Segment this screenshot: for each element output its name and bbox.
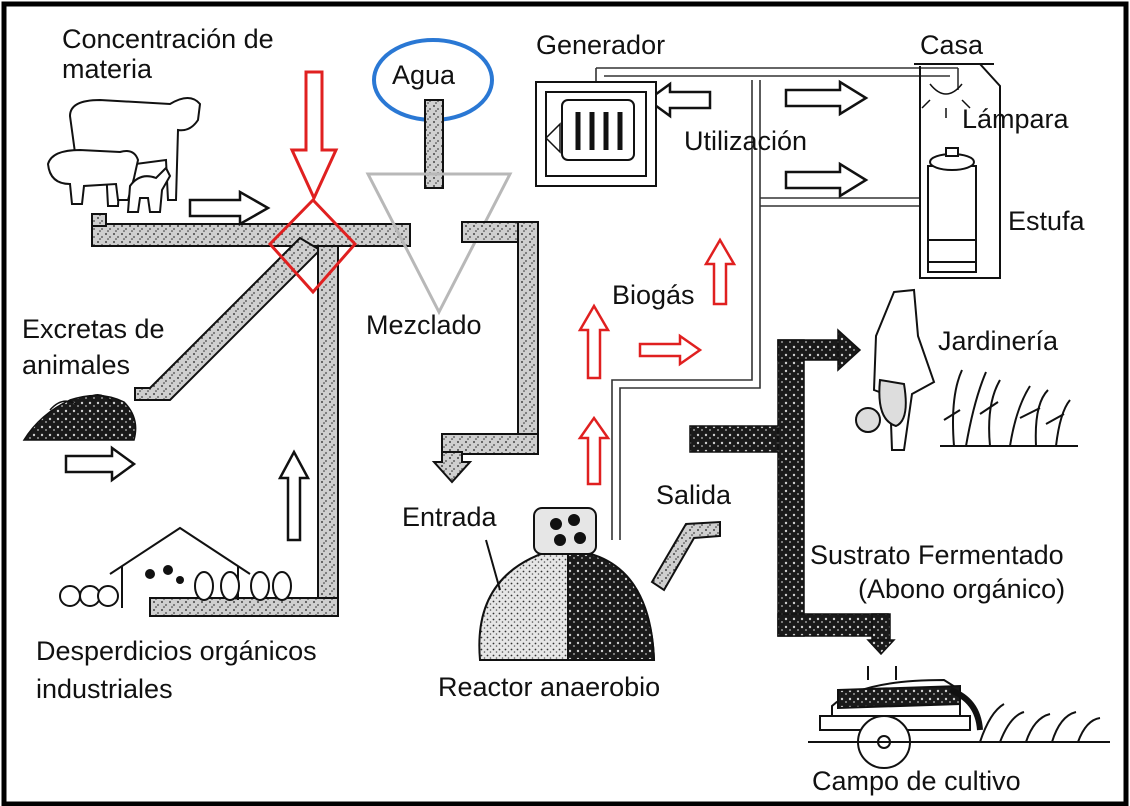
label-campo: Campo de cultivo [812, 766, 1021, 796]
label-entrada: Entrada [402, 502, 498, 532]
gardener-icon [855, 288, 936, 451]
label-estufa: Estufa [1008, 206, 1086, 236]
lamp-icon [921, 83, 971, 118]
label-excretas-line2: animales [22, 350, 130, 380]
label-concentracion-line1: Concentración de [62, 24, 274, 54]
cattle-icon [46, 97, 202, 213]
intake-pipes [91, 213, 411, 617]
mixing-point [267, 197, 358, 295]
red-arrow-down [289, 70, 339, 202]
house-icon [914, 63, 1001, 279]
water-pipe [424, 99, 444, 189]
reactor-icon [478, 507, 721, 661]
label-utilizacion: Utilización [684, 126, 807, 156]
label-desperdicios-line1: Desperdicios orgánicos [36, 636, 317, 666]
fertilizer-pipe [689, 328, 896, 656]
stove-icon [927, 147, 977, 273]
label-excretas-line1: Excretas de [22, 314, 165, 344]
label-biogas: Biogás [612, 280, 695, 310]
label-sustrato-line1: Sustrato Fermentado [810, 540, 1064, 570]
label-desperdicios-line2: industriales [36, 674, 173, 704]
label-sustrato-line2: (Abono orgánico) [858, 574, 1065, 604]
label-agua: Agua [392, 60, 456, 90]
label-casa: Casa [920, 30, 984, 60]
diagram-labels: Concentración de materia Agua Generador … [22, 24, 1086, 796]
biogas-arrows [577, 237, 737, 486]
label-salida: Salida [656, 480, 732, 510]
label-mezclado: Mezclado [366, 310, 482, 340]
spreader-icon [808, 666, 1110, 769]
label-generador: Generador [536, 30, 665, 60]
generator-icon [535, 81, 657, 187]
plants-icon [940, 369, 1078, 447]
manure-icon [22, 394, 137, 441]
flow-arrows-black [64, 79, 869, 542]
label-reactor: Reactor anaerobio [438, 672, 660, 702]
gas-pipes [595, 67, 959, 540]
label-concentracion-line2: materia [62, 54, 153, 84]
label-jardineria: Jardinería [938, 326, 1059, 356]
factory-icon [59, 526, 292, 608]
inlet-pipe [431, 221, 539, 484]
label-lampara: Lámpara [962, 104, 1070, 134]
